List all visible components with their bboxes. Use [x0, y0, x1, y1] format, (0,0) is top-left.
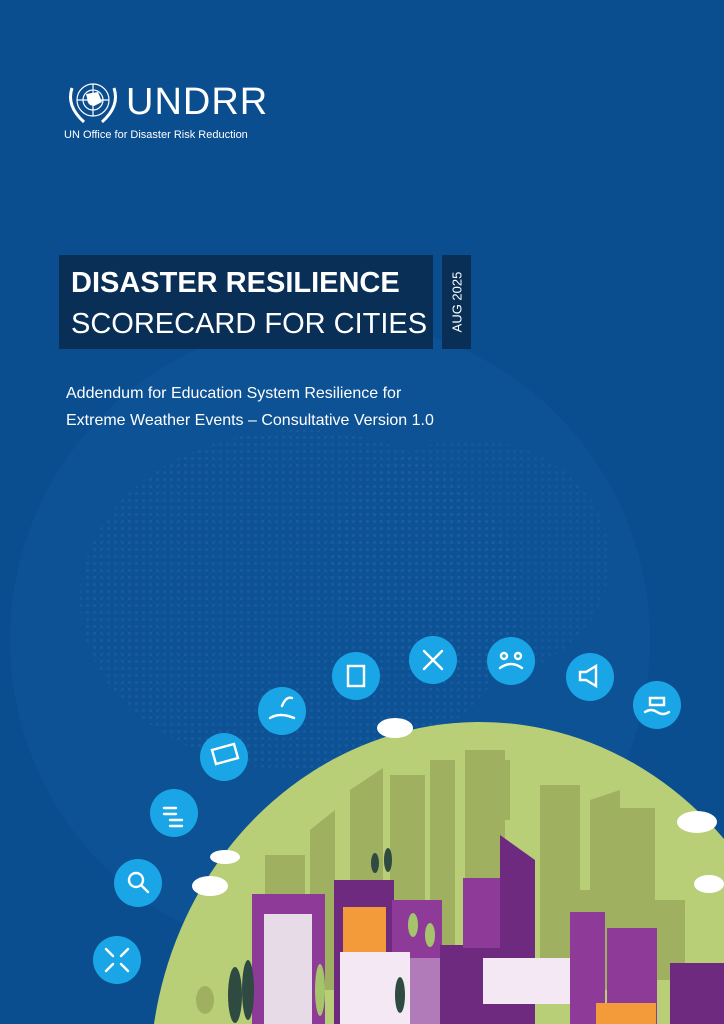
magnifier-globe-icon [114, 859, 162, 907]
icon-glyphs [104, 649, 671, 973]
trees [196, 848, 435, 1023]
date-box: AUG 2025 [442, 255, 471, 349]
title-line2: SCORECARD FOR CITIES [71, 308, 428, 340]
title-box: DISASTER RESILIENCE SCORECARD FOR CITIES [59, 255, 433, 349]
arrows-converge-icon [93, 936, 141, 984]
foreground-buildings [252, 835, 724, 1024]
undrr-logo: UNDRR [64, 76, 268, 128]
people-group-icon [487, 637, 535, 685]
money-icon [200, 733, 248, 781]
subtitle: Addendum for Education System Resilience… [66, 380, 434, 434]
title-line1: DISASTER RESILIENCE [71, 267, 400, 299]
logo-subtitle: UN Office for Disaster Risk Reduction [64, 129, 248, 141]
subtitle-line2: Extreme Weather Events – Consultative Ve… [66, 412, 434, 429]
logo-name: UNDRR [126, 81, 269, 123]
subtitle-line1: Addendum for Education System Resilience… [66, 385, 402, 402]
building-checklist-icon [332, 652, 380, 700]
clouds [192, 718, 724, 896]
megaphone-icon [566, 653, 614, 701]
hand-plant-icon [258, 687, 306, 735]
un-emblem-icon [69, 83, 117, 124]
